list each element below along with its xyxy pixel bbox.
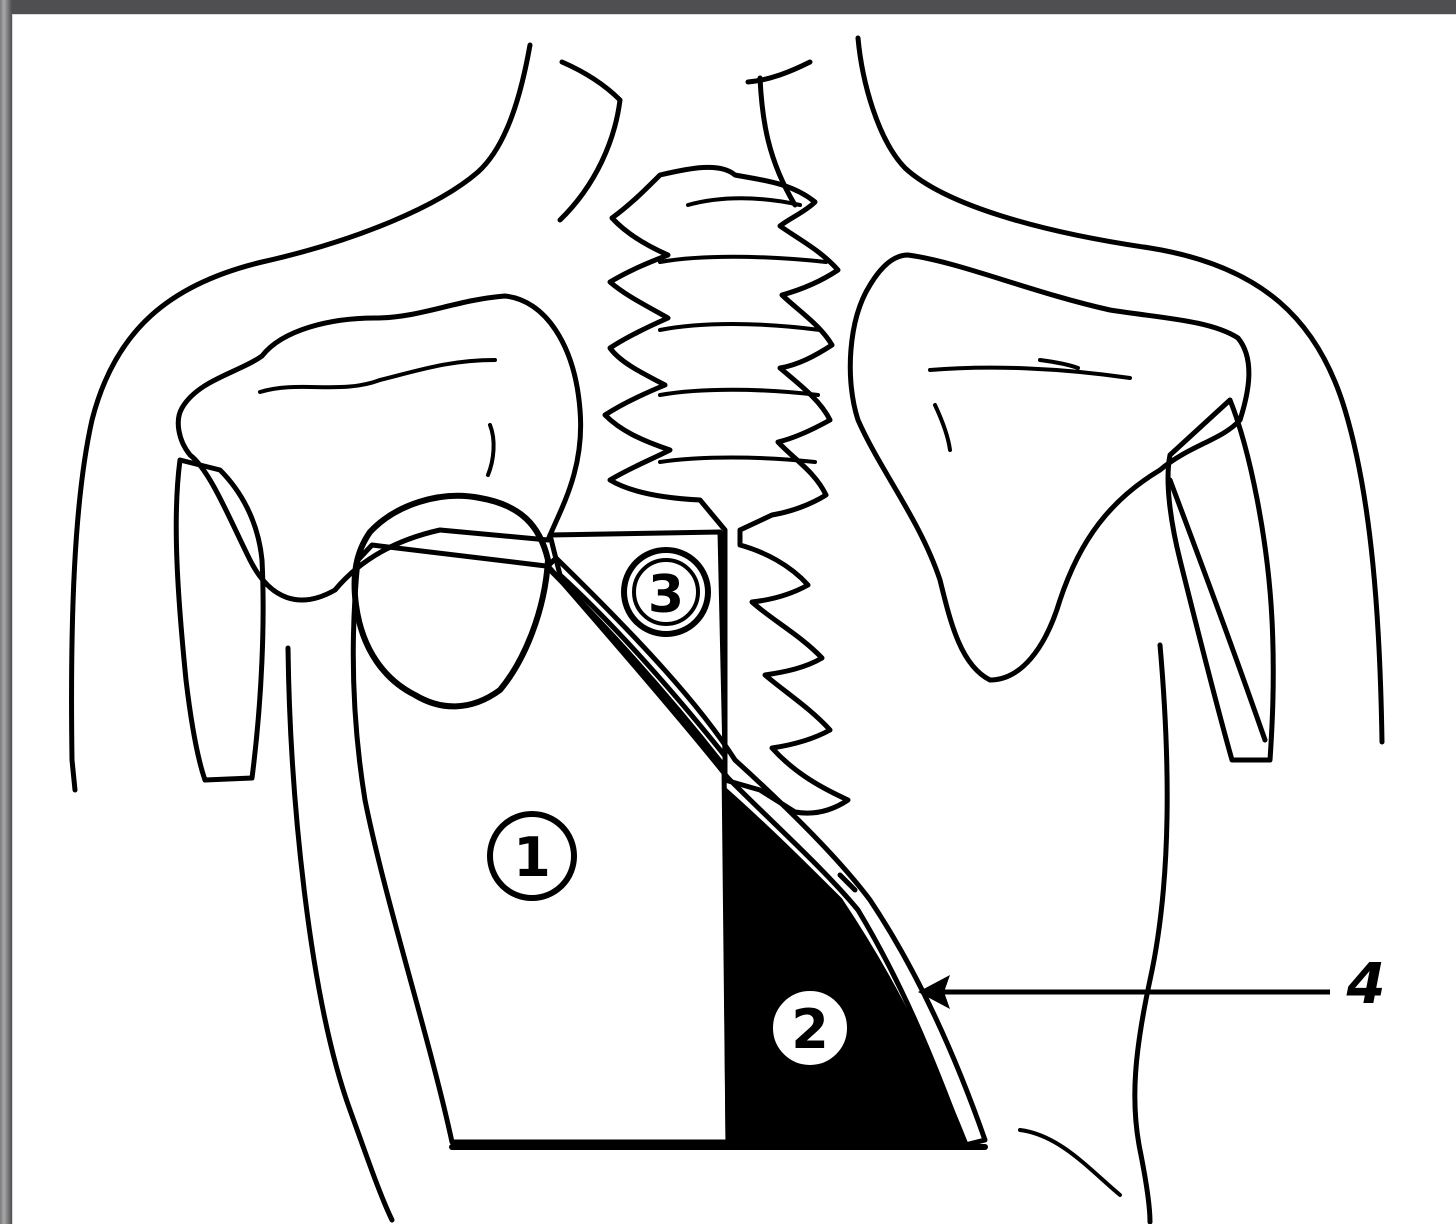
region-1-dark-oval	[355, 496, 548, 707]
label-3-badge: 3	[624, 550, 708, 634]
right-scapula	[850, 255, 1249, 680]
label-3: 3	[648, 565, 684, 625]
label-1-badge: 1	[490, 814, 574, 898]
left-scapula	[178, 296, 580, 600]
label-2: 2	[791, 998, 829, 1061]
label-4: 4	[1346, 952, 1386, 1017]
label-1: 1	[513, 826, 551, 889]
label-2-badge: 2	[770, 988, 850, 1068]
region-2-black	[725, 790, 965, 1142]
left-humerus	[176, 460, 263, 780]
